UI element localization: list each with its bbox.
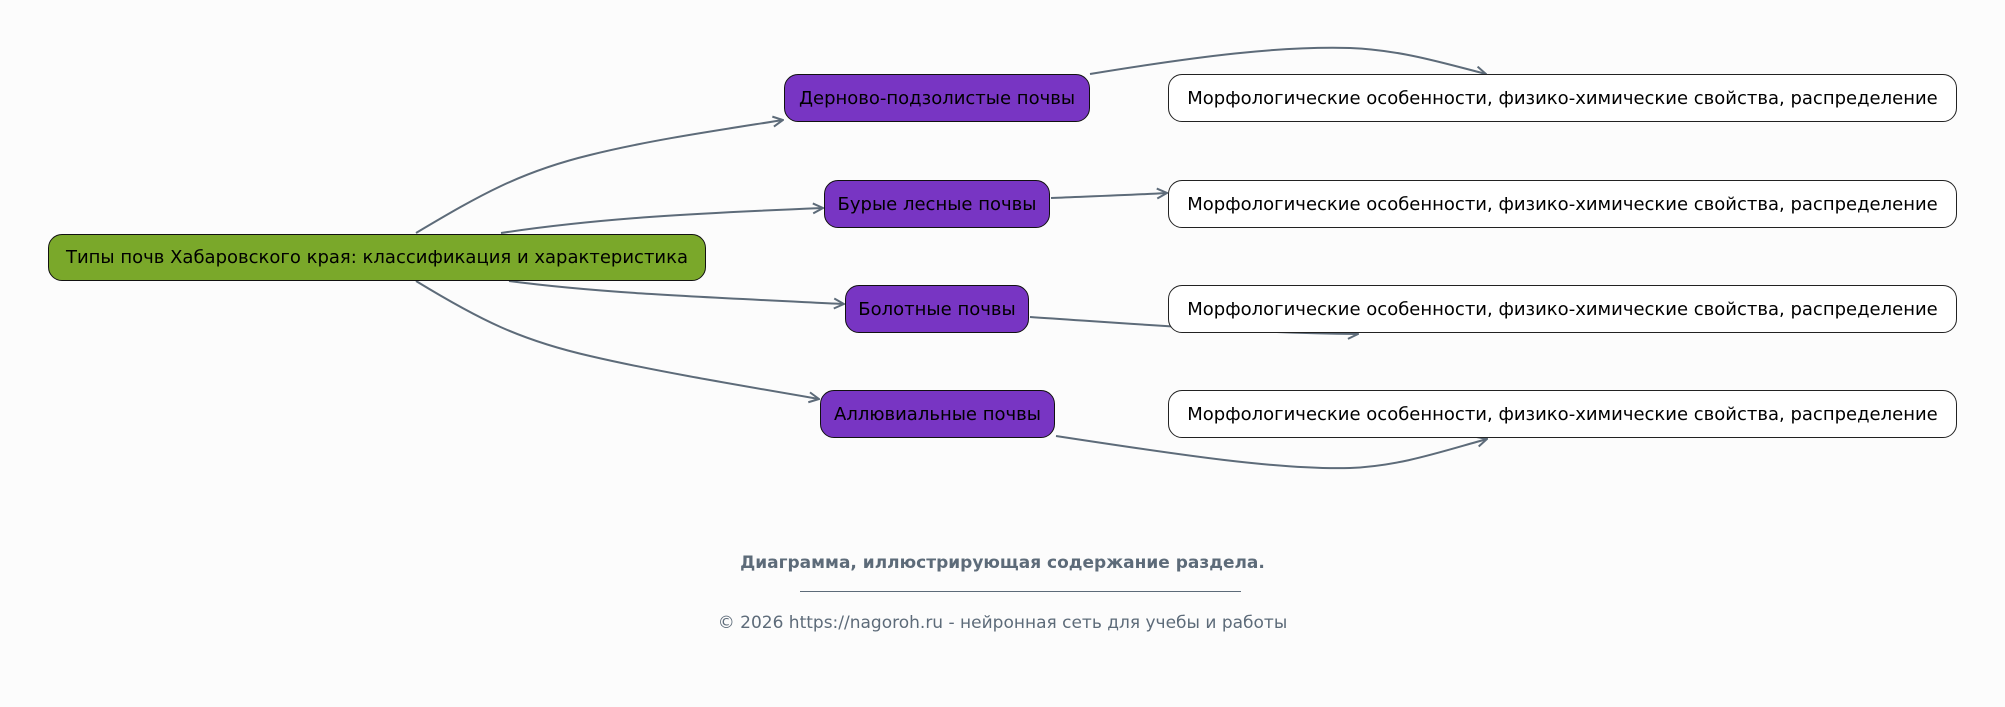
category-node: Болотные почвы <box>845 285 1029 333</box>
footer-divider <box>800 591 1241 592</box>
edge-root-to-cat-1 <box>415 120 783 234</box>
detail-node: Морфологические особенности, физико-хими… <box>1168 390 1957 438</box>
footer-copyright: © 2026 https://nagoroh.ru - нейронная се… <box>717 613 1288 633</box>
category-node: Бурые лесные почвы <box>824 180 1050 228</box>
edge-cat-2-to-detail <box>1050 193 1167 198</box>
edge-cat-4-to-detail <box>1055 435 1487 470</box>
edge-root-to-cat-4 <box>415 280 819 399</box>
edge-root-to-cat-2 <box>500 208 823 234</box>
detail-node: Морфологические особенности, физико-хими… <box>1168 180 1957 228</box>
category-node: Дерново-подзолистые почвы <box>784 74 1090 122</box>
category-node: Аллювиальные почвы <box>820 390 1055 438</box>
edge-root-to-cat-3 <box>508 280 844 304</box>
footer-caption: Диаграмма, иллюстрирующая содержание раз… <box>740 553 1265 573</box>
detail-node: Морфологические особенности, физико-хими… <box>1168 74 1957 122</box>
edge-cat-1-to-detail <box>1089 46 1486 74</box>
detail-node: Морфологические особенности, физико-хими… <box>1168 285 1957 333</box>
root-node: Типы почв Хабаровского края: классификац… <box>48 234 706 281</box>
